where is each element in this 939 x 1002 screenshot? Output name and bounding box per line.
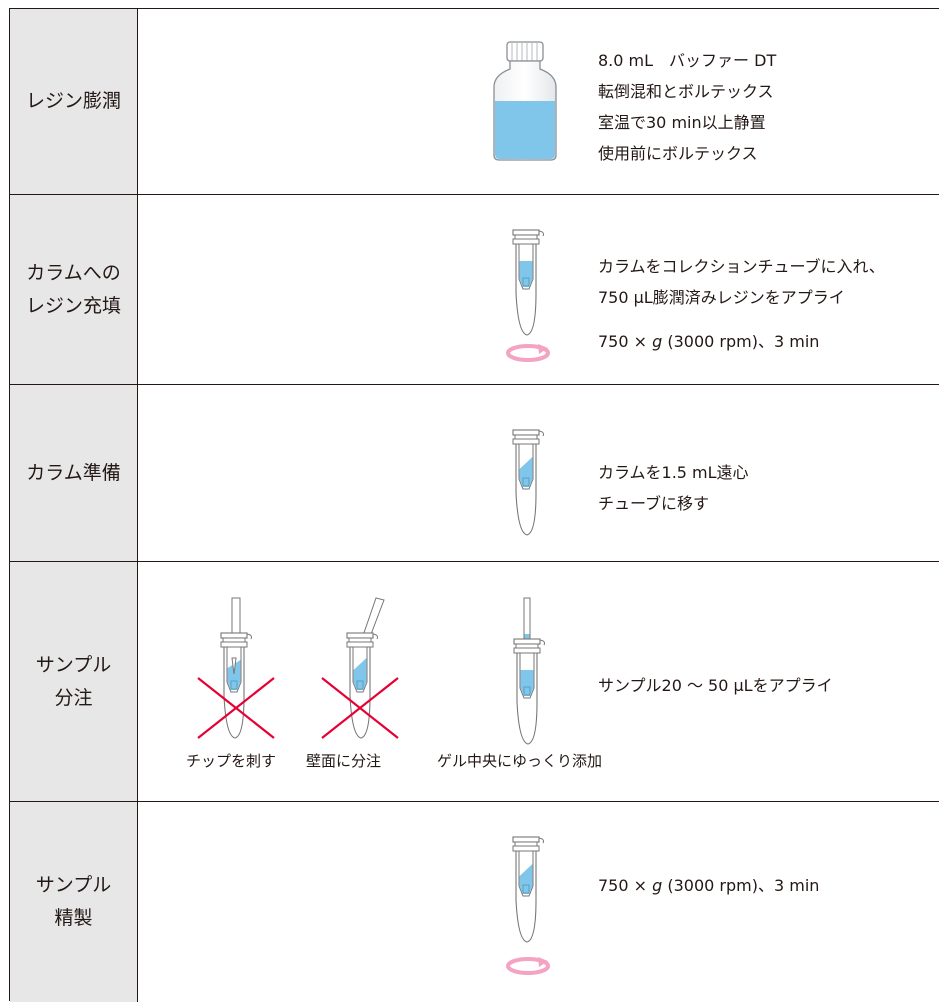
desc-line: サンプル20 〜 50 μLをアプライ	[598, 676, 833, 695]
step-label-line: カラムへの	[26, 261, 121, 284]
bottle-icon	[493, 41, 557, 161]
step-row-column-packing: カラムへの レジン充填 カラムをコレクションチューブに入れ、 750 μL膨潤済…	[10, 195, 939, 385]
step-row-sample-purification: サンプル 精製 750 × g (3000 rpm)、3 min	[10, 802, 939, 1002]
step-label-line: サンプル	[35, 874, 112, 896]
desc-line: 室温で30 min以上静置	[598, 113, 766, 132]
desc-line: 750 μL膨潤済みレジンをアプライ	[598, 288, 845, 307]
step-label-line: レジン充填	[25, 294, 121, 317]
step-row-resin-swelling: レジン膨潤 8.0 mL バッファー DT 転倒混和とボルテックス 室温で30 …	[10, 9, 939, 195]
protocol-table: レジン膨潤 8.0 mL バッファー DT 転倒混和とボルテックス 室温で30 …	[9, 8, 939, 1002]
step-description: カラムをコレクションチューブに入れ、 750 μL膨潤済みレジンをアプライ	[598, 251, 885, 313]
desc-line: カラムをコレクションチューブに入れ、	[598, 257, 885, 276]
desc-line: 転倒混和とボルテックス	[598, 82, 774, 101]
cross-mark-icon	[321, 677, 399, 739]
step-label-cell: カラムへの レジン充填	[10, 195, 138, 384]
desc-line: チューブに移す	[598, 494, 710, 513]
centrifuge-condition: 750 × g (3000 rpm)、3 min	[598, 332, 820, 351]
step-label-line: サンプル	[35, 653, 112, 676]
wrong-method-wall-illustration	[321, 597, 399, 739]
step-label-cell: カラム準備	[10, 385, 138, 561]
step-description: 8.0 mL バッファー DT 転倒混和とボルテックス 室温で30 min以上静…	[598, 45, 776, 169]
step-label-cell: サンプル 分注	[10, 562, 138, 801]
step-description: サンプル20 〜 50 μLをアプライ	[598, 670, 833, 701]
step-label: サンプル 精製	[36, 869, 111, 935]
step-label-cell: サンプル 精製	[10, 802, 138, 1002]
step-label-line: 分注	[54, 686, 93, 709]
desc-line: カラムを1.5 mL遠心	[598, 463, 749, 482]
step-row-sample-dispense: サンプル 分注	[10, 562, 939, 802]
wrong-method-piercing-illustration	[197, 597, 275, 739]
rotate-arrow-icon	[506, 957, 550, 975]
step-label-cell: レジン膨潤	[10, 9, 138, 194]
centrifuge-condition: 750 × g (3000 rpm)、3 min	[598, 876, 820, 895]
spin-column-icon	[512, 229, 544, 336]
spin-column-icon	[512, 429, 544, 536]
correct-method-illustration	[513, 597, 545, 745]
caption-piercing: チップを刺す	[186, 752, 277, 770]
step-label: レジン膨潤	[25, 90, 121, 112]
step-description: カラムを1.5 mL遠心 チューブに移す	[598, 457, 749, 519]
step-label: カラムへの レジン充填	[26, 257, 121, 323]
rotate-arrow-icon	[506, 344, 550, 362]
step-label: サンプル 分注	[36, 649, 111, 715]
step-row-column-prep: カラム準備 カラムを1.5 mL遠心 チューブに移す	[10, 385, 939, 562]
step-label-line: 精製	[54, 907, 93, 929]
spin-column-icon	[512, 836, 544, 943]
step-label: カラム準備	[26, 461, 121, 484]
caption-center: ゲル中央にゆっくり添加	[437, 752, 603, 770]
cross-mark-icon	[197, 677, 275, 739]
desc-line: 8.0 mL バッファー DT	[598, 51, 777, 70]
desc-line: 使用前にボルテックス	[598, 144, 758, 163]
caption-wall: 壁面に分注	[306, 752, 382, 770]
